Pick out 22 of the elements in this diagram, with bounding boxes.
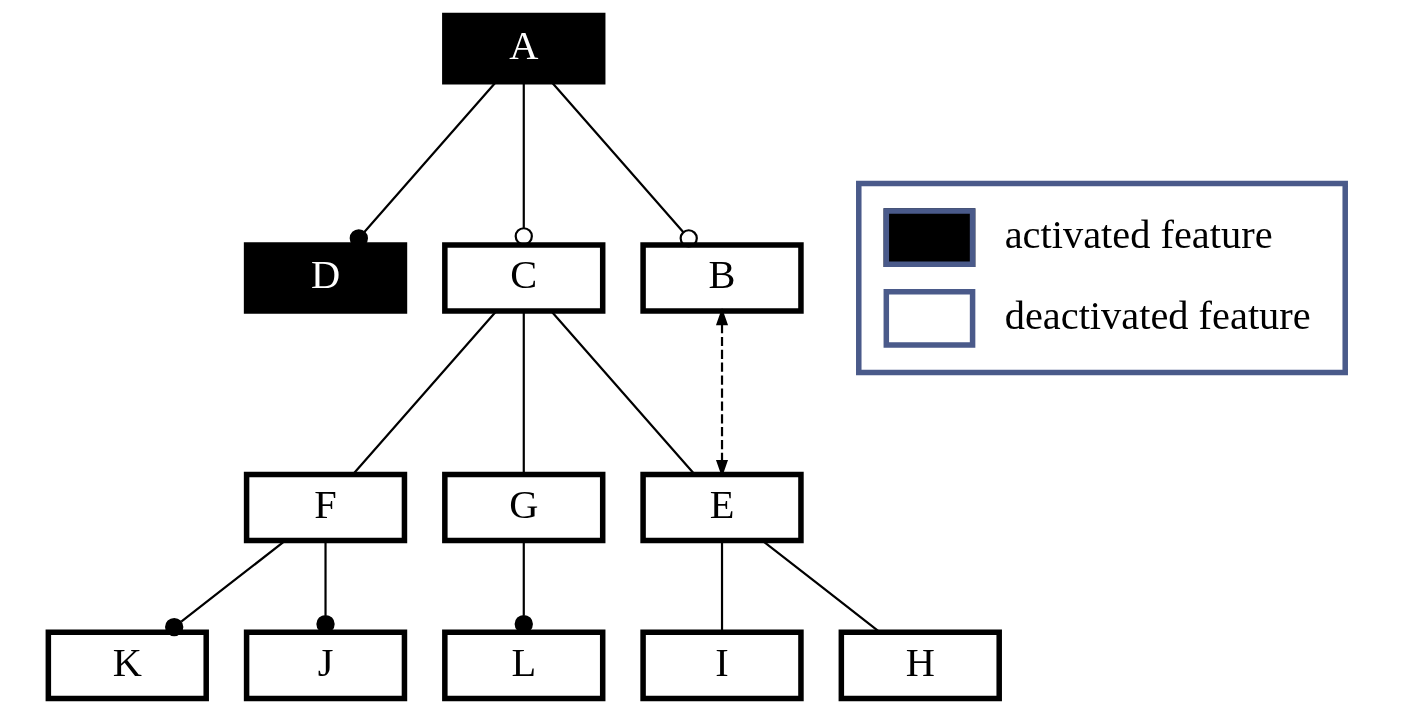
node-box: K bbox=[45, 629, 209, 702]
connector bbox=[352, 310, 497, 475]
connector bbox=[522, 311, 525, 474]
connector bbox=[550, 81, 698, 248]
node-box: J bbox=[243, 629, 407, 702]
legend-label: deactivated feature bbox=[1004, 292, 1311, 338]
node-box: I bbox=[639, 629, 804, 702]
node-box: L bbox=[441, 629, 605, 702]
legend-label: activated feature bbox=[1004, 211, 1273, 257]
node-box: E bbox=[639, 471, 804, 544]
node-box: G bbox=[441, 471, 605, 544]
node-box: A bbox=[441, 12, 605, 85]
node-box: D bbox=[243, 242, 407, 314]
node-box: F bbox=[243, 471, 407, 544]
connector bbox=[720, 541, 723, 633]
node-box: C bbox=[441, 242, 605, 314]
connector bbox=[514, 81, 533, 246]
connector bbox=[761, 540, 880, 633]
connector bbox=[550, 310, 695, 475]
node-box: H bbox=[838, 629, 1002, 702]
node-box: B bbox=[639, 242, 804, 314]
connector bbox=[164, 540, 286, 637]
